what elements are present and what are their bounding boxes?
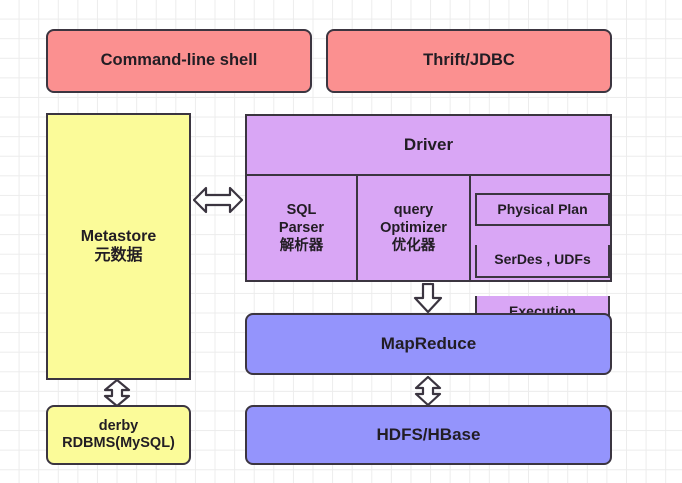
execution-stages-column: Physical Plan SerDes , UDFs Execution — [471, 176, 610, 330]
thrift-jdbc-box: Thrift/JDBC — [326, 29, 612, 93]
physical-plan-cell: Physical Plan — [475, 193, 610, 227]
metastore-derby-double-arrow — [103, 379, 131, 407]
hdfs-hbase-box: HDFS/HBase — [245, 405, 612, 465]
sql-parser-cell: SQL Parser 解析器 — [247, 176, 358, 280]
mapreduce-hdfs-double-arrow — [414, 376, 442, 406]
driver-mapreduce-down-arrow — [413, 283, 443, 313]
metastore-driver-double-arrow — [193, 186, 243, 214]
derby-rdbms-box: derby RDBMS(MySQL) — [46, 405, 191, 465]
serdes-udfs-cell: SerDes , UDFs — [475, 244, 610, 278]
metastore-box: Metastore 元数据 — [46, 113, 191, 380]
mapreduce-box: MapReduce — [245, 313, 612, 375]
driver-title: Driver — [247, 116, 610, 176]
driver-group: Driver SQL Parser 解析器 query Optimizer 优化… — [245, 114, 612, 330]
query-optimizer-cell: query Optimizer 优化器 — [358, 176, 471, 280]
command-line-shell-box: Command-line shell — [46, 29, 312, 93]
